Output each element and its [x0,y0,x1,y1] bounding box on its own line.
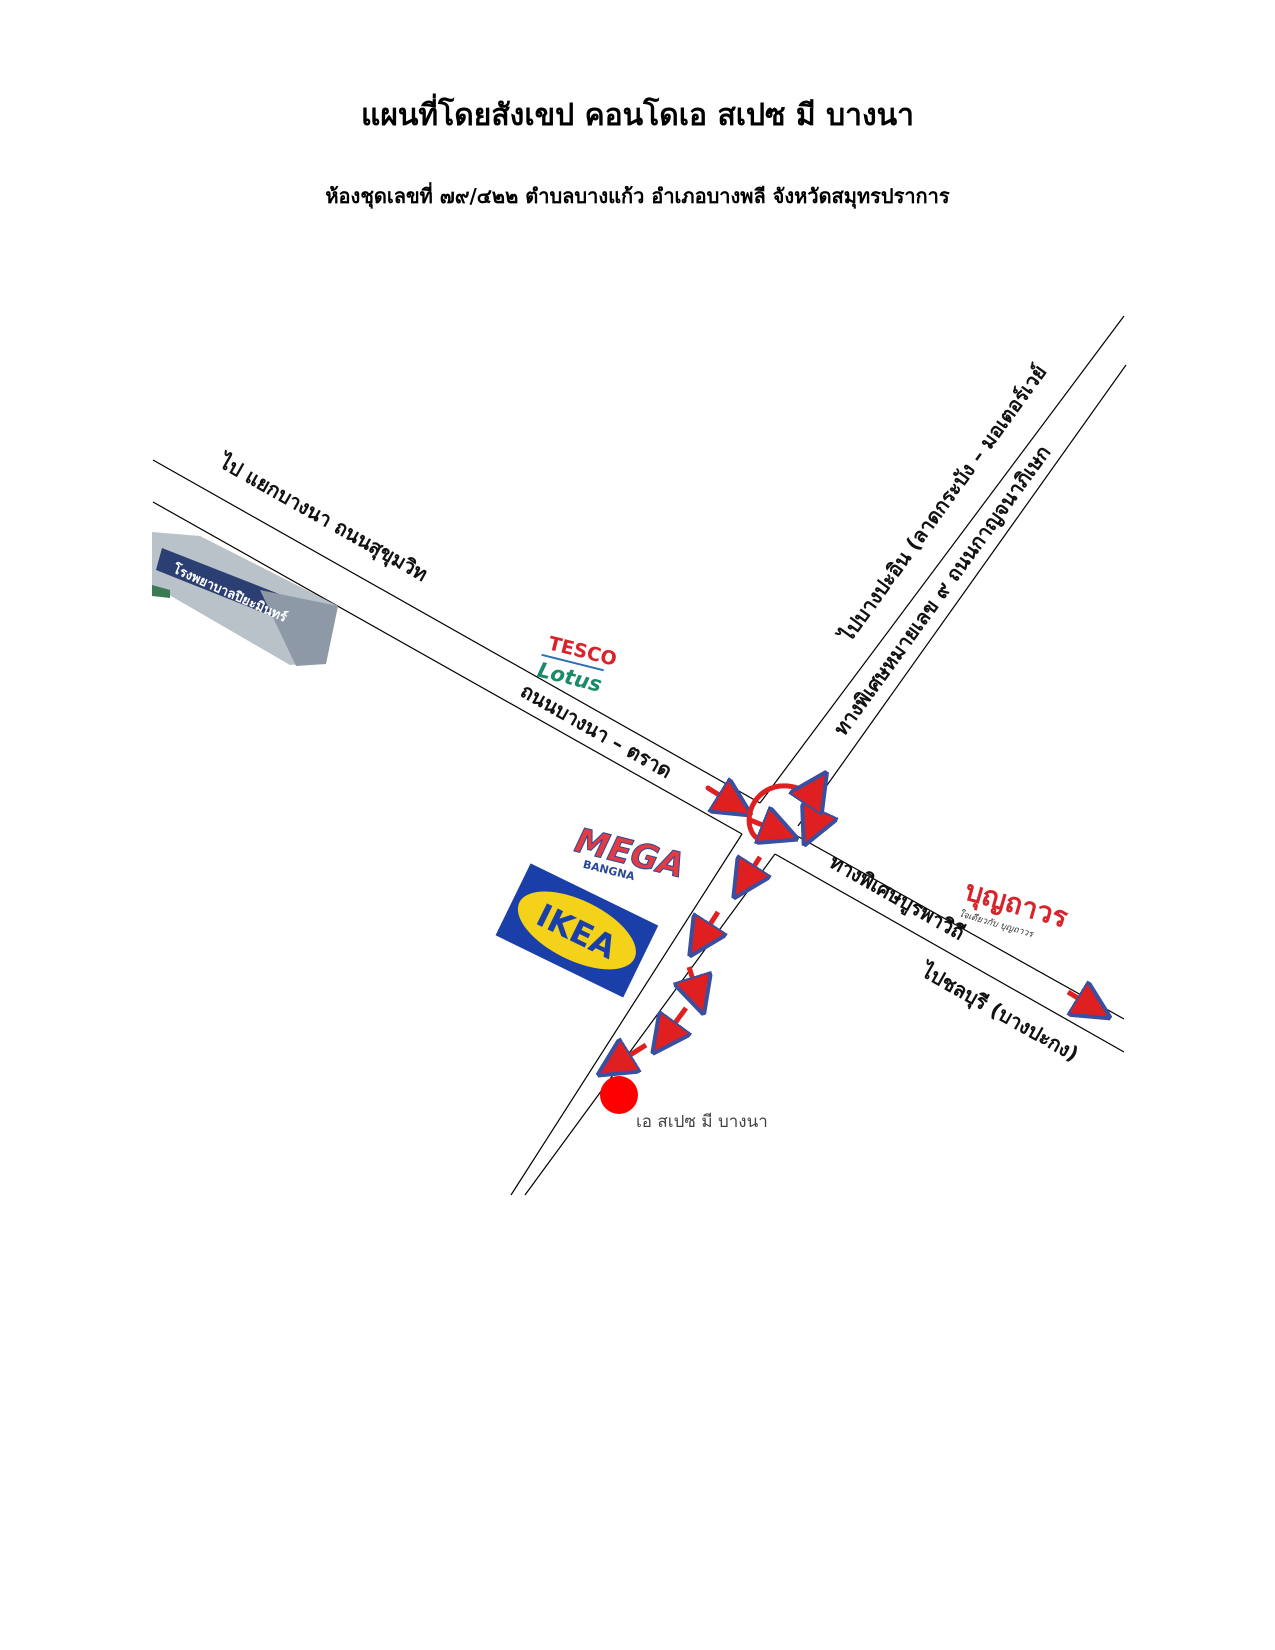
route-arrows [614,786,1094,1065]
route-arrow-south-4 [664,1006,686,1038]
boonthavorn-logo: บุญถาวร ใจเดียวกับ บุญถาวร [958,874,1072,941]
page-subtitle: ห้องชุดเลขที่ ๗๙/๔๒๒ ตำบลบางแก้ว อำเภอบา… [325,184,950,208]
label-to-chonburi: ไปชลบุรี (บางปะกง) [915,957,1082,1067]
road-kanchanaphisek [759,315,1127,827]
route-arrow-inbound [705,788,735,805]
label-burapha-withi: ทางพิเศษบูรพาวิถี [825,849,969,946]
hospital-image: โรงพยาบาลปิยะมินทร์ [152,532,338,666]
destination-marker [600,1076,638,1114]
road-bangna-trat [152,459,761,835]
route-arrow-uturn [746,783,815,840]
route-arrow-south-2 [700,910,718,940]
route-arrow-south-1 [744,857,760,882]
road-burapha-withi [764,817,1125,1053]
page-title: แผนที่โดยสังเขป คอนโดเอ สเปซ มี บางนา [360,98,914,133]
mega-bangna-logo: MEGA BANGNA [570,820,689,887]
route-arrow-merge [749,820,780,832]
route-arrow-to-condo [614,1045,648,1065]
route-arrow-south-3 [689,966,698,996]
ikea-logo: IKEA [495,863,659,998]
destination-label: เอ สเปซ มี บางนา [636,1112,768,1132]
route-arrow-to-chonburi [1068,992,1094,1008]
route-arrow-uturn-up [808,788,816,800]
